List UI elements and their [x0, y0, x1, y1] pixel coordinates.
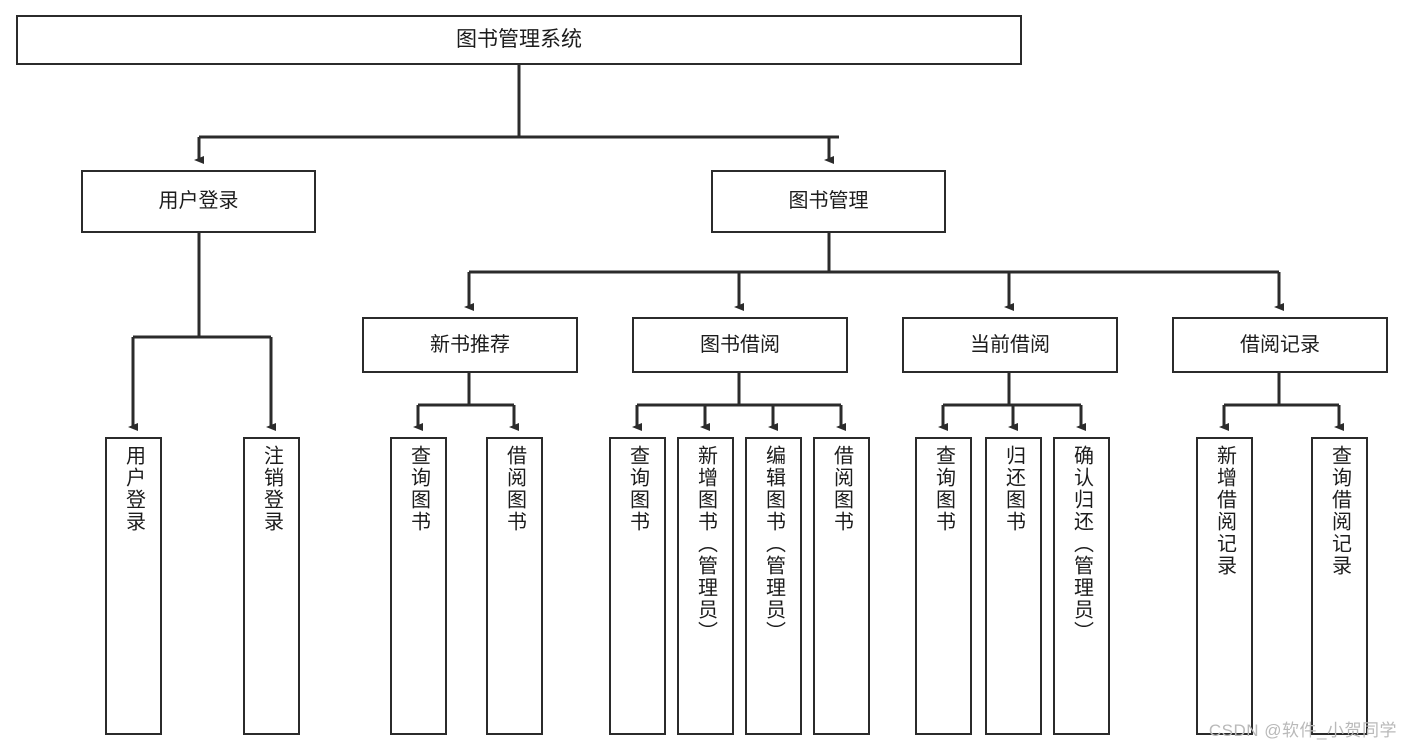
node-book-management[interactable]: 图书管理	[711, 170, 946, 233]
leaf-query-record-label: 查询借阅记录	[1328, 445, 1351, 577]
leaf-user-login[interactable]: 用户登录	[105, 437, 162, 735]
node-root-label: 图书管理系统	[456, 27, 582, 51]
leaf-add-record-label: 新增借阅记录	[1213, 445, 1236, 577]
leaf-confirm-return[interactable]: 确认归还（管理员）	[1053, 437, 1110, 735]
node-borrow-record-label: 借阅记录	[1240, 333, 1320, 356]
leaf-return-book-label: 归还图书	[1002, 445, 1025, 533]
node-borrow-record[interactable]: 借阅记录	[1172, 317, 1388, 373]
node-new-book-recommend[interactable]: 新书推荐	[362, 317, 578, 373]
leaf-query-book-2[interactable]: 查询图书	[609, 437, 666, 735]
watermark-text: CSDN @软件_小贺同学	[1208, 721, 1397, 740]
node-book-management-label: 图书管理	[788, 190, 869, 212]
leaf-query-book-2-label: 查询图书	[626, 445, 649, 533]
node-user-login[interactable]: 用户登录	[81, 170, 316, 233]
leaf-add-book[interactable]: 新增图书（管理员）	[677, 437, 734, 735]
leaf-query-book-3-label: 查询图书	[932, 445, 955, 533]
leaf-edit-book[interactable]: 编辑图书（管理员）	[745, 437, 802, 735]
leaf-borrow-book-2[interactable]: 借阅图书	[813, 437, 870, 735]
node-current-borrow-label: 当前借阅	[970, 333, 1050, 356]
leaf-return-book[interactable]: 归还图书	[985, 437, 1042, 735]
leaf-borrow-book-2-label: 借阅图书	[830, 445, 853, 533]
leaf-user-login-label: 用户登录	[122, 445, 145, 533]
node-book-borrow-label: 图书借阅	[700, 333, 780, 356]
leaf-borrow-book-1-label: 借阅图书	[503, 445, 526, 533]
leaf-query-book-3[interactable]: 查询图书	[915, 437, 972, 735]
node-current-borrow[interactable]: 当前借阅	[902, 317, 1118, 373]
leaf-logout-login-label: 注销登录	[260, 445, 283, 533]
node-root[interactable]: 图书管理系统	[16, 15, 1022, 65]
leaf-logout-login[interactable]: 注销登录	[243, 437, 300, 735]
node-new-book-recommend-label: 新书推荐	[430, 333, 510, 356]
leaf-edit-book-label: 编辑图书（管理员）	[762, 445, 785, 643]
leaf-query-book-1-label: 查询图书	[407, 445, 430, 533]
leaf-confirm-return-label: 确认归还（管理员）	[1070, 445, 1093, 643]
node-user-login-label: 用户登录	[158, 190, 239, 212]
leaf-query-record[interactable]: 查询借阅记录	[1311, 437, 1368, 735]
leaf-add-book-label: 新增图书（管理员）	[694, 445, 717, 643]
leaf-query-book-1[interactable]: 查询图书	[390, 437, 447, 735]
node-book-borrow[interactable]: 图书借阅	[632, 317, 848, 373]
leaf-add-record[interactable]: 新增借阅记录	[1196, 437, 1253, 735]
leaf-borrow-book-1[interactable]: 借阅图书	[486, 437, 543, 735]
